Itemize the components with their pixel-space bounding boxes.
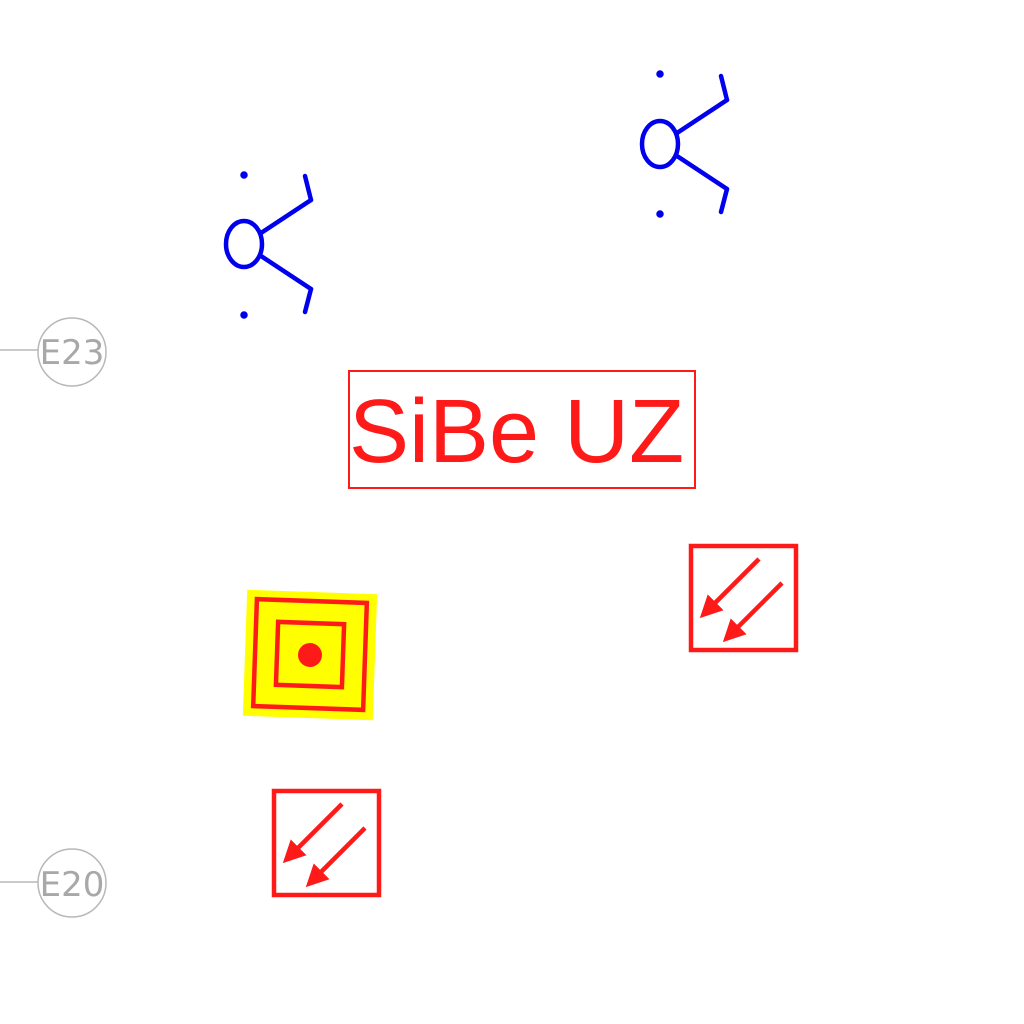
double-arrow-icon[interactable] [688, 543, 799, 653]
detector-icon[interactable] [223, 171, 314, 319]
label-box-text: SiBe UZ [349, 382, 684, 482]
grid-marker-label: E20 [40, 865, 105, 905]
grid-marker-e20[interactable]: E20 [0, 848, 107, 918]
label-box-frame [348, 370, 696, 489]
detector-icon[interactable] [639, 70, 730, 218]
double-arrow-icon[interactable] [271, 788, 382, 898]
target-icon[interactable] [242, 589, 378, 721]
grid-bubble [37, 317, 107, 387]
grid-marker-e23[interactable]: E23 [0, 317, 107, 387]
grid-marker-label: E23 [40, 333, 105, 373]
grid-bubble [37, 848, 107, 918]
label-box[interactable]: SiBe UZ [348, 370, 696, 489]
